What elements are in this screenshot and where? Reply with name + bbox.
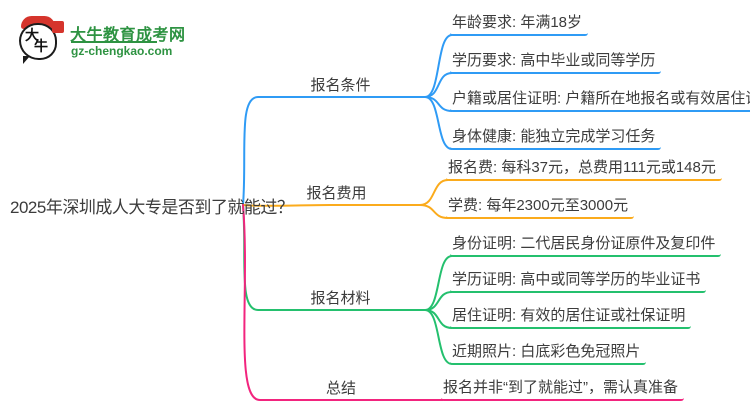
logo-bubble-tail xyxy=(23,56,30,64)
topic-node-age[interactable]: 年龄要求: 年满18岁 xyxy=(450,13,589,36)
branch-label-fees[interactable]: 报名费用 xyxy=(306,185,367,202)
topic-node-diploma-proof[interactable]: 学历证明: 高中或同等学历的毕业证书 xyxy=(450,270,707,293)
topic-node-health[interactable]: 身体健康: 能独立完成学习任务 xyxy=(450,127,662,150)
branch-lines-materials xyxy=(242,204,453,365)
logo-domain: gz-chengkao.com xyxy=(71,44,173,58)
logo-seal-stamp xyxy=(52,21,64,33)
topic-node-residence-req[interactable]: 户籍或居住证明: 户籍所在地报名或有效居住证明 xyxy=(450,89,750,112)
topic-node-photo[interactable]: 近期照片: 白底彩色免冠照片 xyxy=(450,342,647,365)
site-logo[interactable]: 大 牛 大牛教育成考网 gz-chengkao.com xyxy=(14,14,186,66)
logo-char-2: 牛 xyxy=(34,39,48,55)
topic-node-residence-proof[interactable]: 居住证明: 有效的居住证或社保证明 xyxy=(450,306,692,329)
logo-divider xyxy=(71,41,157,43)
topic-node-tuition[interactable]: 学费: 每年2300元至3000元 xyxy=(446,196,635,219)
topic-node-registration-fee[interactable]: 报名费: 每科37元，总费用111元或148元 xyxy=(446,158,722,181)
branch-label-materials[interactable]: 报名材料 xyxy=(310,290,371,307)
logo-char-1: 大 xyxy=(25,28,39,44)
topic-node-id-proof[interactable]: 身份证明: 二代居民身份证原件及复印件 xyxy=(450,234,722,257)
central-topic[interactable]: 2025年深圳成人大专是否到了就能过？ xyxy=(10,198,294,217)
branch-label-conditions[interactable]: 报名条件 xyxy=(310,77,371,94)
branch-lines-fees xyxy=(242,179,449,219)
branch-label-summary[interactable]: 总结 xyxy=(325,380,356,397)
logo-title: 大牛教育成考网 xyxy=(70,27,186,44)
branch-lines-conditions xyxy=(242,34,453,206)
branch-lines-summary xyxy=(242,204,444,401)
topic-node-education[interactable]: 学历要求: 高中毕业或同等学历 xyxy=(450,51,662,74)
logo-bubble-icon: 大 牛 xyxy=(16,16,66,66)
topic-node-conclusion[interactable]: 报名并非“到了就能过”，需认真准备 xyxy=(441,378,684,401)
logo-bubble-circle xyxy=(19,23,57,60)
